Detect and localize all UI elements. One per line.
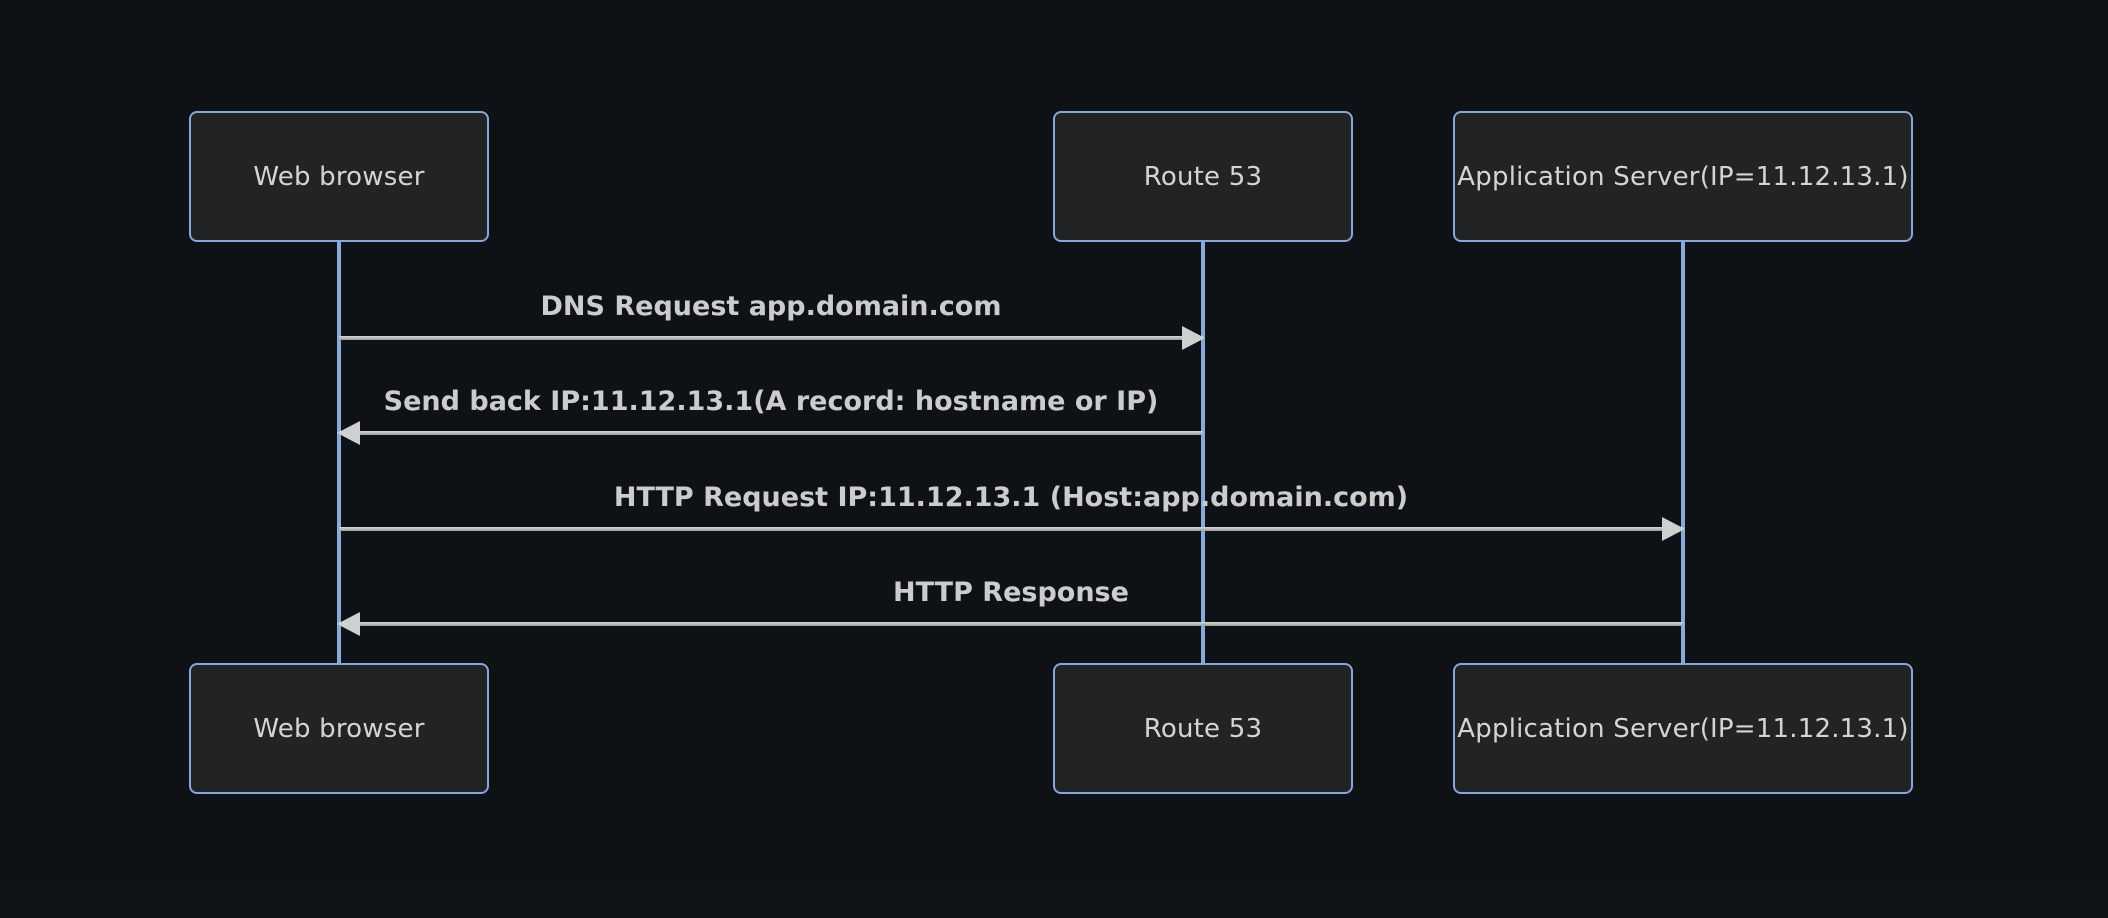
message-arrow-line bbox=[339, 527, 1683, 531]
actor-label: Web browser bbox=[253, 161, 425, 192]
lifeline-application-server bbox=[1681, 242, 1685, 663]
actor-box-web-browser-top: Web browser bbox=[189, 111, 489, 242]
message-label: DNS Request app.domain.com bbox=[540, 291, 1002, 322]
message-label: HTTP Response bbox=[893, 577, 1129, 608]
arrowhead-left-icon bbox=[337, 421, 360, 445]
background-patch bbox=[0, 880, 2108, 918]
lifeline-route53 bbox=[1201, 242, 1205, 663]
lifeline-web-browser bbox=[337, 242, 341, 663]
actor-label: Web browser bbox=[253, 713, 425, 744]
message-label: HTTP Request IP:11.12.13.1 (Host:app.dom… bbox=[613, 482, 1409, 513]
arrowhead-right-icon bbox=[1182, 326, 1205, 350]
actor-box-application-server-top: Application Server(IP=11.12.13.1) bbox=[1453, 111, 1913, 242]
message-label: Send back IP:11.12.13.1(A record: hostna… bbox=[383, 386, 1159, 417]
arrowhead-left-icon bbox=[337, 612, 360, 636]
message-arrow-line bbox=[339, 622, 1683, 626]
actor-box-route53-top: Route 53 bbox=[1053, 111, 1353, 242]
actor-label: Application Server(IP=11.12.13.1) bbox=[1457, 161, 1909, 192]
actor-box-application-server-bottom: Application Server(IP=11.12.13.1) bbox=[1453, 663, 1913, 794]
actor-label: Route 53 bbox=[1143, 161, 1263, 192]
actor-label: Route 53 bbox=[1143, 713, 1263, 744]
actor-box-web-browser-bottom: Web browser bbox=[189, 663, 489, 794]
message-arrow-line bbox=[339, 336, 1203, 340]
message-arrow-line bbox=[339, 431, 1203, 435]
actor-label: Application Server(IP=11.12.13.1) bbox=[1457, 713, 1909, 744]
actor-box-route53-bottom: Route 53 bbox=[1053, 663, 1353, 794]
arrowhead-right-icon bbox=[1662, 517, 1685, 541]
